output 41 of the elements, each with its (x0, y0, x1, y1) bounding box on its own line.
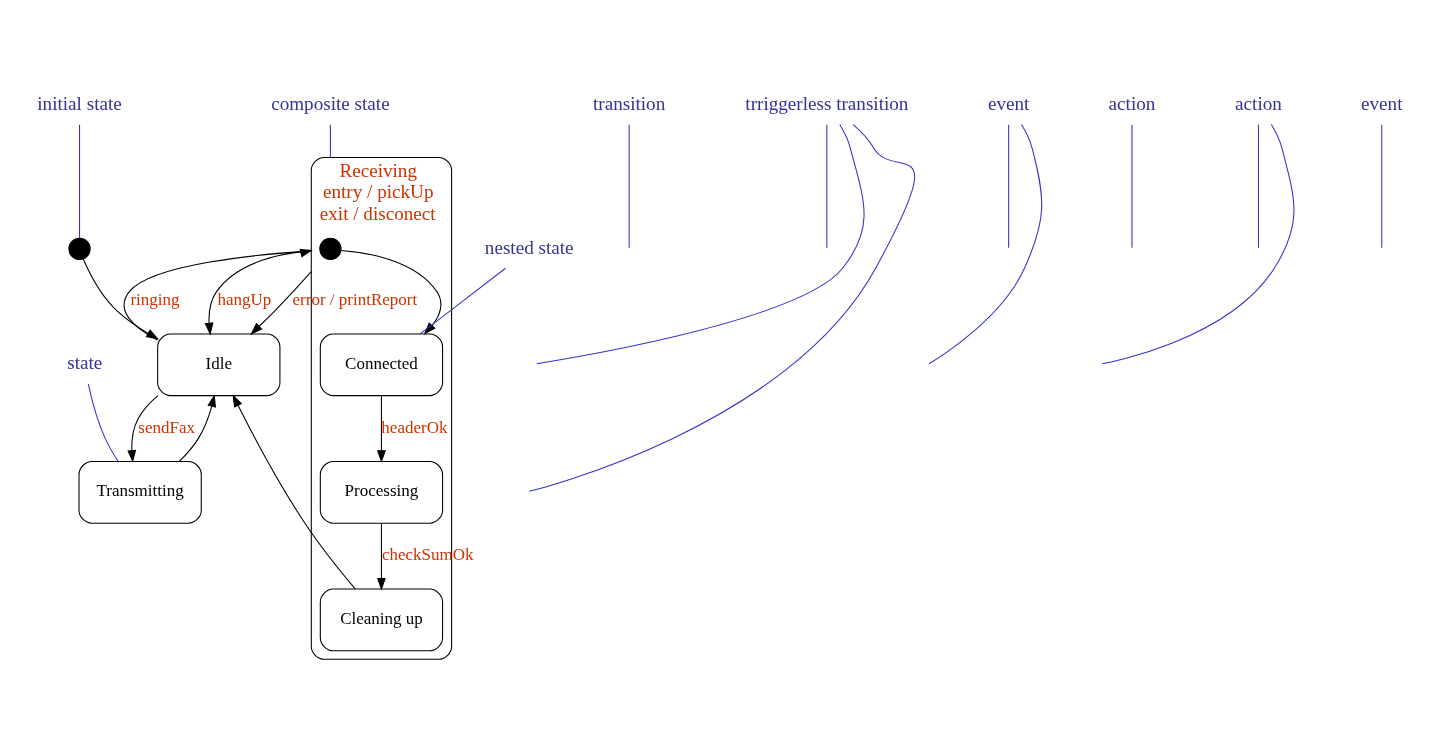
node-text: action (1235, 92, 1282, 114)
node-text: transition (593, 92, 666, 114)
node-text: event (1361, 92, 1403, 114)
connector (1008, 123, 1010, 248)
arrow (250, 270, 312, 335)
node-text: action (1108, 92, 1156, 114)
arrow (178, 393, 216, 462)
node-box: Transmitting (78, 460, 202, 524)
connector (628, 123, 630, 248)
node-text: initial state (37, 92, 122, 114)
node-text: composite state (271, 92, 390, 114)
arrow (232, 393, 356, 589)
arrow (377, 522, 386, 591)
node-text: state (67, 351, 103, 373)
arrow (127, 394, 159, 463)
connector (928, 123, 1043, 364)
node-text: nested state (484, 236, 574, 258)
node-circle (319, 237, 342, 260)
node-box: Processing (319, 460, 444, 524)
node-circle (68, 237, 91, 260)
connector (528, 123, 915, 492)
arrow (377, 394, 386, 463)
node-box: Connected (319, 332, 444, 396)
connector (826, 123, 828, 248)
node-text: trriggerless transition (745, 92, 909, 114)
edge-label: ringing (130, 289, 180, 309)
connector (87, 383, 119, 462)
connector (329, 123, 331, 158)
connector (1381, 123, 1383, 248)
connector (419, 267, 506, 334)
connector (1131, 123, 1133, 248)
connector (536, 123, 865, 364)
node-box: Cleaning up (319, 588, 444, 651)
edge-label: sendFax (138, 417, 196, 437)
connector (1101, 123, 1295, 364)
edge-label: hangUp (217, 289, 272, 309)
node-text: event (987, 92, 1030, 114)
connector (1257, 123, 1259, 248)
connector (79, 123, 81, 239)
arrow (340, 249, 442, 335)
node-box: Idle (157, 332, 281, 396)
